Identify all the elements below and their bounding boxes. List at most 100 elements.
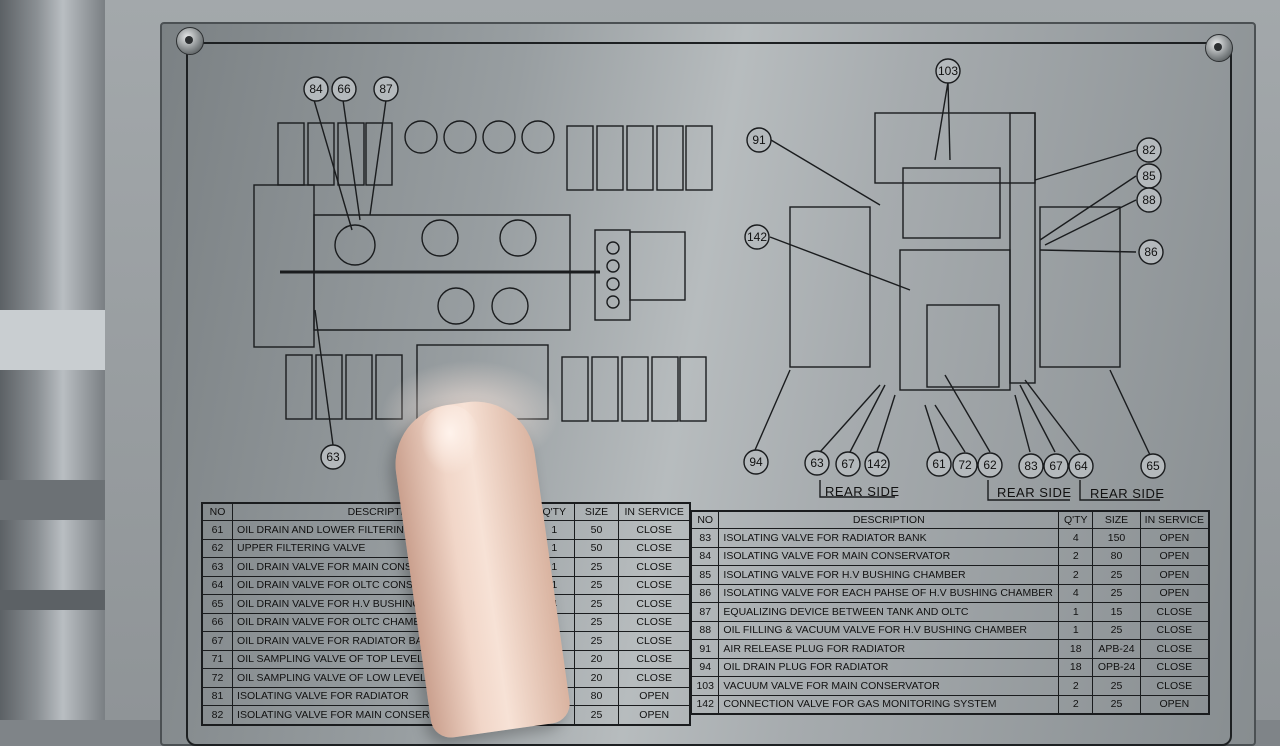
callout-84: 84: [309, 82, 323, 96]
cell-in-service: CLOSE: [618, 520, 691, 540]
cell-qty: 2: [1058, 546, 1094, 566]
screw-top-left: [176, 27, 204, 55]
cell-in-service: OPEN: [1139, 565, 1210, 585]
col-no: NO: [690, 510, 720, 529]
cell-qty: 1: [1058, 602, 1094, 622]
cell-in-service: CLOSE: [618, 557, 691, 577]
cell-no: 67: [201, 631, 234, 651]
cell-size: 50: [573, 520, 620, 540]
cell-size: APB-24: [1092, 639, 1141, 659]
cell-no: 83: [690, 528, 720, 548]
cell-in-service: CLOSE: [618, 668, 691, 688]
col-in-service: IN SERVICE: [1139, 510, 1210, 529]
callout-61: 61: [932, 457, 946, 471]
cell-qty: 2: [1058, 694, 1094, 715]
cell-in-service: CLOSE: [1139, 676, 1210, 696]
cell-in-service: OPEN: [1139, 583, 1210, 603]
cell-size: 25: [573, 557, 620, 577]
callout-88: 88: [1142, 193, 1156, 207]
cell-in-service: CLOSE: [618, 649, 691, 669]
cell-description: ISOLATING VALVE FOR RADIATOR BANK: [718, 528, 1060, 548]
callout-91: 91: [752, 133, 766, 147]
cell-in-service: OPEN: [1139, 528, 1210, 548]
cell-no: 81: [201, 686, 234, 706]
cell-size: 25: [1092, 676, 1141, 696]
cell-no: 72: [201, 668, 234, 688]
fingernail: [420, 405, 480, 475]
callout-63: 63: [326, 450, 340, 464]
callout-94: 94: [749, 455, 763, 469]
screw-top-right: [1205, 34, 1233, 62]
cell-description: VACUUM VALVE FOR MAIN CONSERVATOR: [718, 676, 1060, 696]
cell-in-service: CLOSE: [618, 631, 691, 651]
cell-in-service: OPEN: [1139, 546, 1210, 566]
cell-qty: 4: [1058, 528, 1094, 548]
cell-in-service: CLOSE: [618, 538, 691, 558]
cell-description: EQUALIZING DEVICE BETWEEN TANK AND OLTC: [718, 602, 1060, 622]
callout-85: 85: [1142, 169, 1156, 183]
rear-side-label: REAR SIDE: [1090, 486, 1165, 501]
cell-in-service: OPEN: [618, 705, 691, 725]
callout-103: 103: [938, 64, 958, 78]
background-wall: [0, 0, 105, 720]
cell-no: 63: [201, 557, 234, 577]
callout-63-rear: 63: [810, 456, 824, 470]
callout-66: 66: [337, 82, 351, 96]
cell-size: 25: [1092, 583, 1141, 603]
cell-in-service: CLOSE: [618, 612, 691, 632]
cell-in-service: OPEN: [1139, 694, 1210, 715]
cell-in-service: CLOSE: [1139, 657, 1210, 677]
callout-86: 86: [1144, 245, 1158, 259]
cell-in-service: OPEN: [618, 686, 691, 706]
callout-65: 65: [1146, 459, 1160, 473]
cell-in-service: CLOSE: [618, 575, 691, 595]
cell-size: 25: [1092, 694, 1141, 715]
cell-size: 25: [573, 705, 620, 725]
cell-size: 80: [573, 686, 620, 706]
cell-description: ISOLATING VALVE FOR MAIN CONSERVATOR: [718, 546, 1060, 566]
callout-83: 83: [1024, 459, 1038, 473]
cell-size: 25: [573, 631, 620, 651]
cell-size: 150: [1092, 528, 1141, 548]
col-size: SIZE: [573, 502, 620, 521]
cell-no: 103: [690, 676, 720, 696]
cell-size: OPB-24: [1092, 657, 1141, 677]
cell-no: 71: [201, 649, 234, 669]
cell-no: 62: [201, 538, 234, 558]
callout-64: 64: [1074, 459, 1088, 473]
cell-description: AIR RELEASE PLUG FOR RADIATOR: [718, 639, 1060, 659]
cell-qty: 2: [1058, 676, 1094, 696]
cell-description: ISOLATING VALVE FOR H.V BUSHING CHAMBER: [718, 565, 1060, 585]
cell-no: 84: [690, 546, 720, 566]
cell-no: 91: [690, 639, 720, 659]
cell-no: 86: [690, 583, 720, 603]
callout-67: 67: [1049, 459, 1063, 473]
cell-size: 50: [573, 538, 620, 558]
callout-142-rear: 142: [867, 457, 887, 471]
table-header-row: NO DESCRIPTION Q'TY SIZE IN SERVICE: [690, 510, 1210, 529]
cell-qty: 18: [1058, 657, 1094, 677]
valve-diagram: 84 66 87 63 103 91 142 82 85 88 86 94 63…: [253, 58, 1166, 501]
cell-description: CONNECTION VALVE FOR GAS MONITORING SYST…: [718, 694, 1060, 715]
cell-no: 65: [201, 594, 234, 614]
cell-no: 142: [690, 694, 720, 715]
col-no: NO: [201, 502, 234, 521]
callout-67-rear: 67: [841, 457, 855, 471]
cell-no: 94: [690, 657, 720, 677]
callout-87: 87: [379, 82, 393, 96]
cell-no: 88: [690, 620, 720, 640]
col-in-service: IN SERVICE: [618, 502, 691, 521]
cell-size: 20: [573, 668, 620, 688]
cell-qty: 2: [1058, 565, 1094, 585]
cell-size: 80: [1092, 546, 1141, 566]
cell-size: 25: [573, 612, 620, 632]
cell-size: 20: [573, 649, 620, 669]
